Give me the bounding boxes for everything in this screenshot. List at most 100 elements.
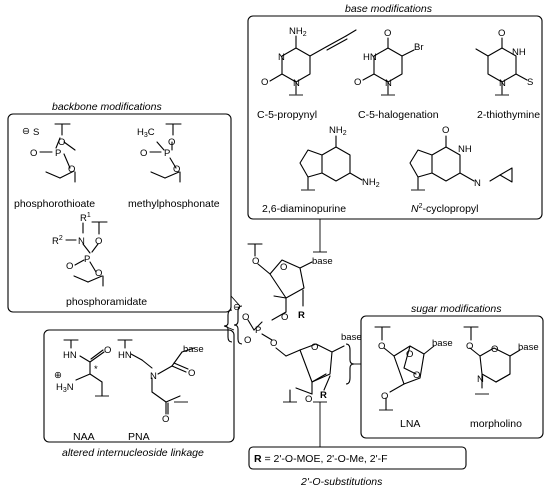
- cyclopropyl-guanine-structure: O NH N: [409, 125, 513, 191]
- atom-n: N: [385, 78, 392, 89]
- atom-nh: NH: [512, 47, 526, 58]
- r-group-upper: R: [298, 310, 305, 321]
- atom-o: O: [381, 391, 388, 402]
- pna-label: PNA: [128, 431, 150, 443]
- atom-r: R2: [52, 235, 63, 247]
- diaminopurine-label: 2,6-diaminopurine: [262, 203, 346, 215]
- phosphorothioate-structure: ⊖ S O P O O: [22, 123, 76, 183]
- phosphoramidate-label: phosphoramidate: [66, 296, 147, 308]
- atom-o: O: [58, 137, 65, 148]
- atom-o: O: [311, 342, 318, 353]
- atom-o: O: [384, 28, 391, 39]
- atom-o: O: [378, 341, 385, 352]
- atom-n: N: [278, 52, 285, 63]
- base-pna: base: [183, 344, 204, 355]
- atom-o: O: [261, 77, 268, 88]
- substitutions-title: 2'-O-substitutions: [300, 476, 383, 488]
- base-morpholino: base: [518, 342, 539, 353]
- minus-charge: ⊖: [233, 302, 241, 313]
- plus-charge: ⊕: [54, 370, 62, 381]
- atom-hn: HN: [118, 350, 132, 361]
- minus-charge: ⊖: [22, 126, 30, 137]
- atom-o: O: [173, 164, 180, 175]
- morpholino-label: morpholino: [470, 418, 522, 430]
- base-upper: base: [312, 256, 333, 267]
- atom-o: O: [498, 28, 505, 39]
- c5-halogenation-structure: O Br HN N O: [354, 28, 424, 96]
- atom-n: N: [474, 178, 481, 189]
- atom-o: O: [270, 338, 277, 349]
- atom-o: O: [95, 236, 102, 247]
- atom-o: O: [104, 345, 111, 356]
- cyclopropyl-label: N2-cyclopropyl: [411, 203, 479, 215]
- naa-label: NAA: [73, 431, 95, 443]
- atom-h3c: H3C: [137, 127, 155, 139]
- atom-nh: HN: [363, 52, 377, 63]
- atom-o: O: [162, 414, 169, 425]
- sugar-modifications-title: sugar modifications: [411, 303, 502, 315]
- r-group-lower: R: [320, 390, 327, 401]
- atom-o: O: [68, 164, 75, 175]
- backbone-modifications-panel: [7, 113, 232, 313]
- atom-o: O: [140, 148, 147, 159]
- diaminopurine-structure: NH2 NH2: [299, 125, 380, 191]
- base-modifications-panel: [247, 15, 543, 220]
- atom-s: S: [33, 127, 39, 138]
- atom-p: P: [164, 148, 170, 159]
- atom-p: P: [55, 148, 61, 159]
- atom-o: O: [413, 370, 420, 381]
- morpholino-structure: O O N base: [463, 326, 539, 395]
- atom-nh: NH: [458, 144, 472, 155]
- atom-n: N: [293, 78, 300, 89]
- 2-thiothymine-structure: O NH N S: [475, 28, 533, 96]
- stereo-star: *: [94, 364, 98, 375]
- atom-p: P: [84, 254, 90, 265]
- atom-o: O: [491, 344, 498, 355]
- substitutions-text: R = 2'-O-MOE, 2'-O-Me, 2'-F: [254, 453, 388, 465]
- atom-o: O: [442, 125, 449, 136]
- atom-nh2: NH2: [329, 125, 347, 137]
- naa-structure: HN O ⊕ H3N *: [54, 339, 111, 397]
- backbone-modifications-title: backbone modifications: [52, 101, 162, 113]
- atom-o: O: [406, 349, 413, 360]
- atom-r: R1: [80, 212, 91, 224]
- atom-n: N: [150, 371, 157, 382]
- atom-o: O: [354, 77, 361, 88]
- atom-s: S: [527, 77, 533, 88]
- base-lower: base: [341, 332, 362, 343]
- atom-hn: HN: [63, 350, 77, 361]
- central-dinucleotide: O O O R base ⊖ O P O O O base O R: [223, 219, 362, 447]
- atom-br: Br: [414, 42, 424, 53]
- methylphosphonate-structure: H3C O P O O: [137, 123, 182, 183]
- atom-o: O: [252, 256, 259, 267]
- atom-o: O: [66, 261, 73, 272]
- linkage-title: altered internucleoside linkage: [62, 447, 204, 459]
- atom-nh2: NH2: [362, 177, 380, 189]
- methylphosphonate-label: methylphosphonate: [128, 198, 220, 210]
- atom-p: P: [255, 325, 261, 336]
- atom-o: O: [281, 312, 288, 323]
- atom-o: O: [95, 268, 102, 279]
- atom-o: O: [305, 394, 312, 405]
- atom-o: O: [466, 341, 473, 352]
- atom-nh2: NH2: [289, 26, 307, 38]
- 2-thiothymine-label: 2-thiothymine: [477, 109, 540, 121]
- pna-structure: HN N O O base: [117, 339, 204, 425]
- c5-halogenation-label: C-5-halogenation: [358, 109, 439, 121]
- c5-propynyl-label: C-5-propynyl: [257, 109, 317, 121]
- c5-propynyl-structure: NH2 N N O: [261, 26, 357, 96]
- base-lna: base: [432, 338, 453, 349]
- atom-o: O: [30, 148, 37, 159]
- atom-n: N: [499, 78, 506, 89]
- atom-o: O: [244, 335, 251, 346]
- phosphoramidate-structure: R1 R2 N O P O O: [52, 212, 108, 287]
- atom-o: O: [168, 137, 175, 148]
- sugar-modifications-panel: [360, 315, 544, 439]
- lna-structure: O O O O base: [374, 326, 453, 411]
- substitutions-panel: [248, 446, 467, 470]
- atom-o: O: [242, 312, 249, 323]
- atom-n: N: [477, 374, 484, 385]
- linkage-panel: [43, 329, 235, 443]
- phosphorothioate-label: phosphorothioate: [14, 198, 95, 210]
